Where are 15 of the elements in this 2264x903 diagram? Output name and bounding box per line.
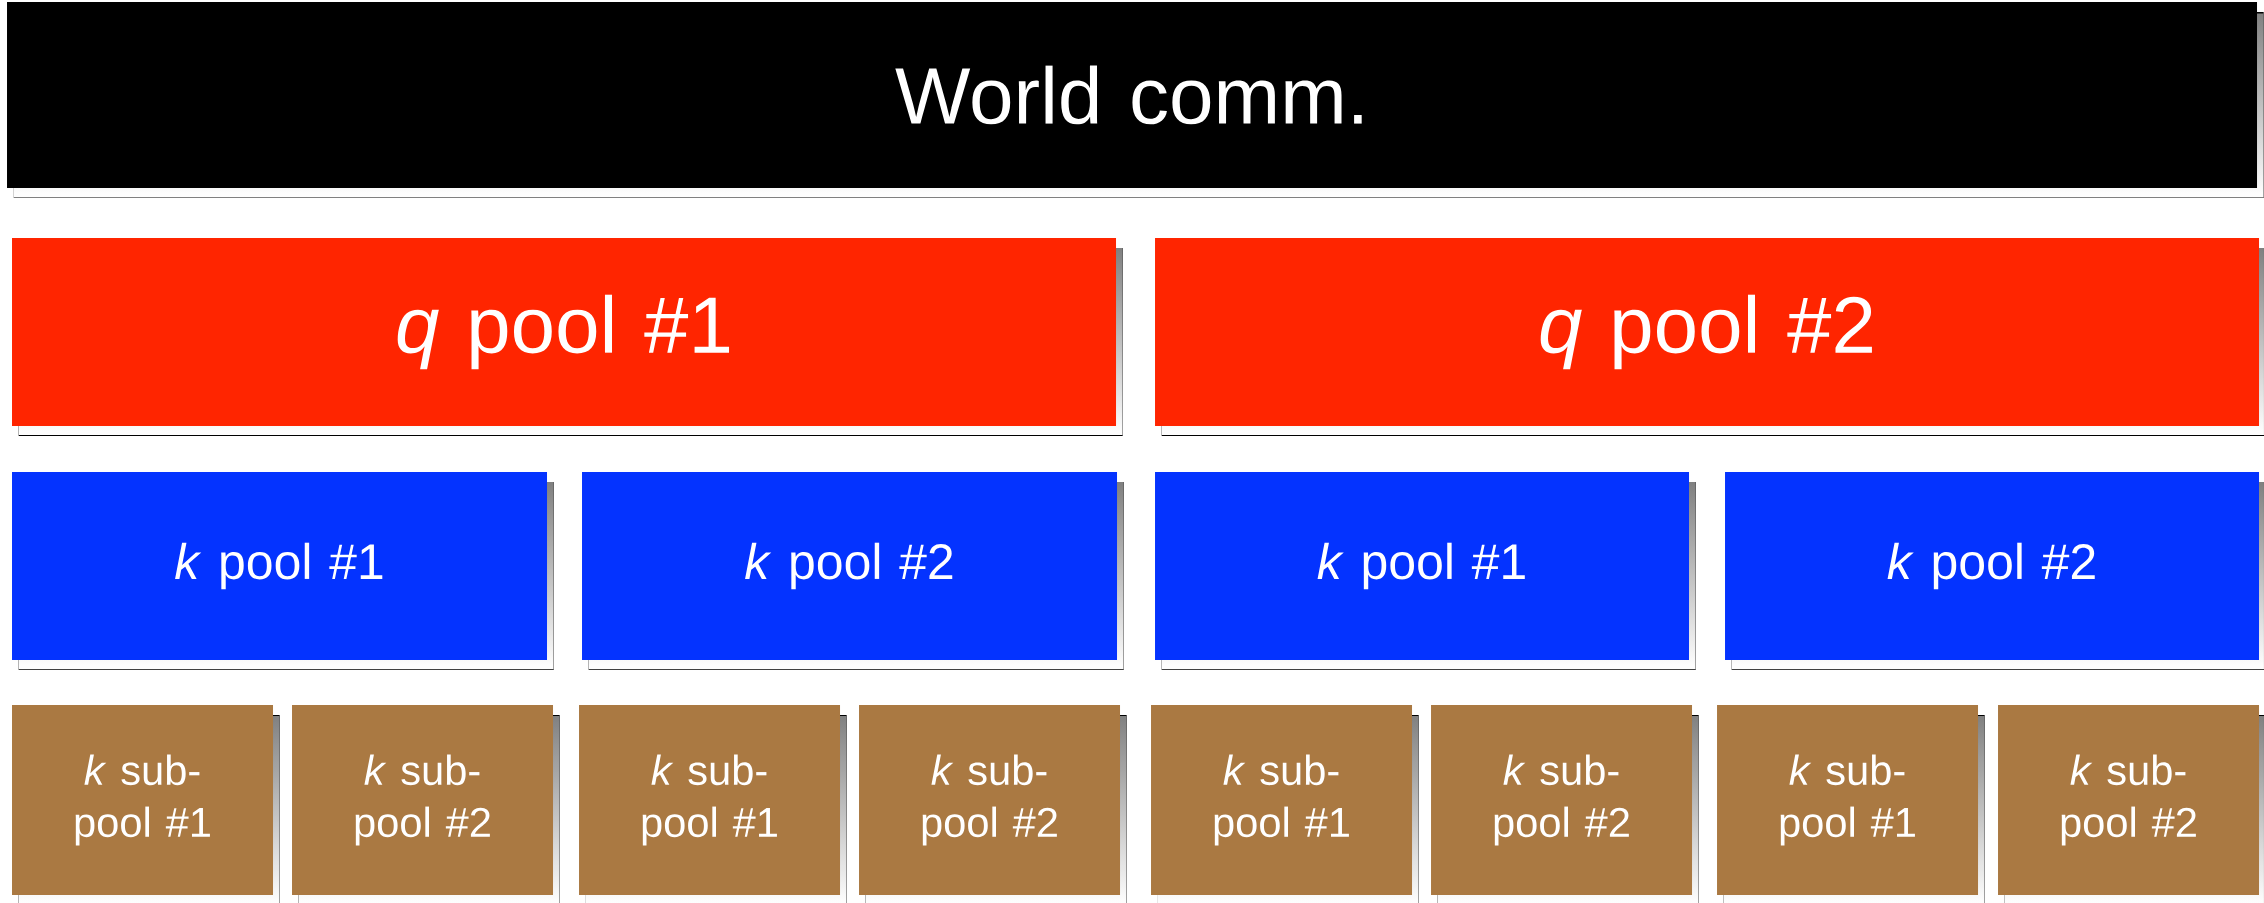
sub-pool-box: k sub-pool #2	[292, 705, 560, 903]
sub-pool-box: k sub-pool #2	[859, 705, 1127, 903]
sub-pool-box: k sub-pool #2	[1998, 705, 2264, 903]
pool-box: q pool #1	[12, 238, 1123, 436]
pool-box: k pool #2	[582, 472, 1124, 670]
sub-pool-box: k sub-pool #1	[1717, 705, 1985, 903]
pool-box: k pool #1	[1155, 472, 1696, 670]
sub-pool-box: k sub-pool #2	[1431, 705, 1699, 903]
world-bar: World comm.	[7, 2, 2264, 198]
pool-box: q pool #2	[1155, 238, 2264, 436]
pool-box: k pool #1	[12, 472, 554, 670]
sub-pool-box: k sub-pool #1	[579, 705, 847, 903]
sub-pool-box: k sub-pool #1	[12, 705, 280, 903]
sub-pool-box: k sub-pool #1	[1151, 705, 1419, 903]
pool-box: k pool #2	[1725, 472, 2264, 670]
